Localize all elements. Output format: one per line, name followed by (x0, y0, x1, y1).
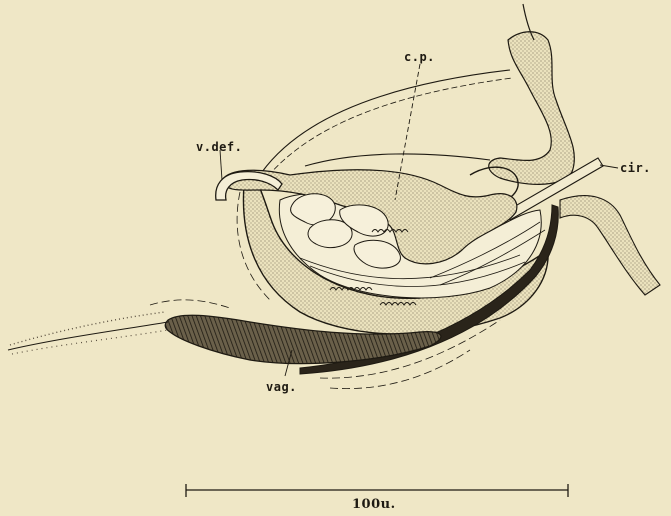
label-vdef: v.def. (196, 140, 242, 154)
scale-bar (186, 484, 568, 497)
outer-membrane (262, 70, 510, 172)
left-tail-dots (10, 312, 165, 345)
inner-membrane (305, 154, 490, 166)
left-tail-dots-2 (12, 330, 168, 354)
left-tail (8, 322, 168, 350)
upper-duct (489, 32, 575, 185)
label-cir: cir. (620, 161, 651, 175)
label-vag: vag. (266, 380, 297, 394)
label-cp: c.p. (404, 50, 435, 64)
outer-membrane-2 (268, 78, 512, 176)
right-wall (560, 196, 660, 295)
scale-bar-label: 100u. (352, 497, 396, 512)
